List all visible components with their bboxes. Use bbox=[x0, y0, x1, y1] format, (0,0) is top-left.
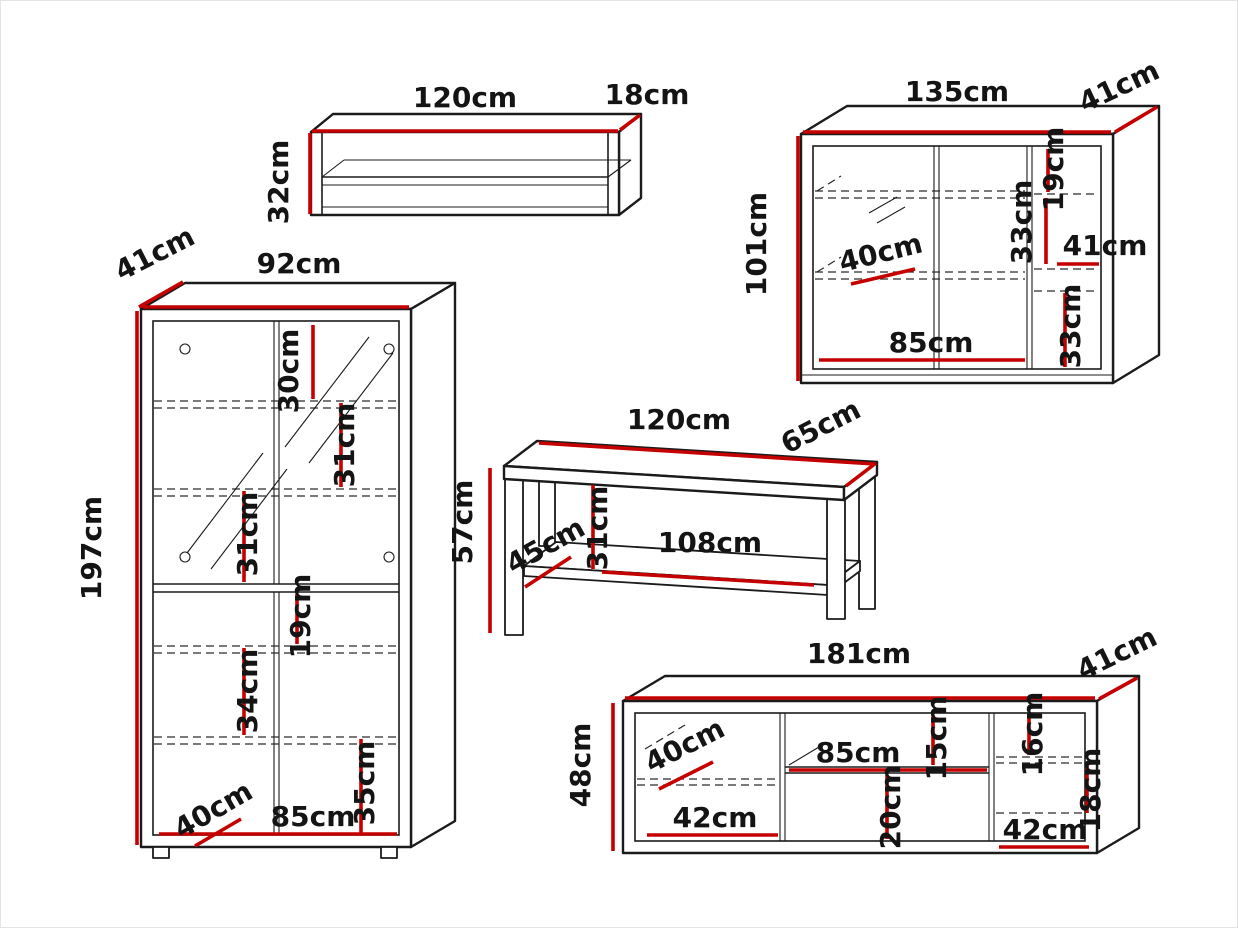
tv-stand-width-label: 181cm bbox=[807, 637, 911, 670]
coffee-table-dimension-lines bbox=[488, 441, 878, 633]
tall-cabinet-glass-gap-2-label: 31cm bbox=[328, 403, 361, 488]
sideboard-right-top-gap-label: 19cm bbox=[1037, 127, 1070, 212]
wall-shelf-drawing: 120cm 18cm 32cm bbox=[262, 78, 689, 224]
tall-cabinet-lower-gap-3-label: 35cm bbox=[348, 741, 381, 826]
cabinet-foot-right bbox=[380, 846, 398, 859]
coffee-table-shelf-width-label: 108cm bbox=[658, 526, 762, 559]
tv-stand-left-inner-width-label: 42cm bbox=[673, 801, 758, 834]
tv-stand-shelf-width-label: 85cm bbox=[816, 736, 901, 769]
tv-stand-right-inner-width-label: 42cm bbox=[1003, 813, 1088, 846]
coffee-table-depth-label: 65cm bbox=[775, 393, 865, 461]
coffee-table-drawing: 120cm 65cm 57cm 31cm 45cm 108cm bbox=[446, 393, 879, 636]
tv-stand-dimension-lines bbox=[611, 676, 1138, 851]
tall-cabinet-lower-gap-1-label: 19cm bbox=[284, 574, 317, 659]
coffee-table-height-label: 57cm bbox=[446, 480, 479, 565]
wall-shelf-height-label: 32cm bbox=[262, 140, 295, 225]
sideboard-right-inner-width-label: 41cm bbox=[1063, 229, 1148, 262]
tall-cabinet-glass-gap-1-label: 30cm bbox=[272, 329, 305, 414]
tall-cabinet-inner-width-label: 85cm bbox=[271, 800, 356, 833]
coffee-table-width-label: 120cm bbox=[627, 403, 731, 436]
tv-stand-right-shelf-gap-label: 18cm bbox=[1074, 748, 1107, 833]
sideboard-height-label: 101cm bbox=[740, 192, 773, 296]
sideboard-right-upper-gap-label: 33cm bbox=[1005, 180, 1038, 265]
tall-cabinet-drawing: 41cm 92cm 197cm 30cm 31cm 31cm 19cm 34cm… bbox=[75, 220, 457, 859]
tv-stand-drawing: 181cm 41cm 48cm 40cm 85cm 15cm 16cm 18cm… bbox=[564, 620, 1162, 855]
tv-stand-height-label: 48cm bbox=[564, 723, 597, 808]
tall-cabinet-glass-gap-3-label: 31cm bbox=[231, 492, 264, 577]
glass-reflection-lines bbox=[186, 336, 394, 570]
sideboard-dimension-lines bbox=[796, 105, 1158, 381]
tv-stand-middle-bottom-gap-label: 20cm bbox=[874, 765, 907, 850]
tv-stand-right-top-gap-label: 16cm bbox=[1016, 692, 1049, 777]
wall-shelf-depth-label: 18cm bbox=[605, 78, 690, 111]
shelf-pin-circles bbox=[179, 343, 395, 563]
sideboard-right-lower-gap-label: 33cm bbox=[1054, 284, 1087, 369]
tall-cabinet-width-label: 92cm bbox=[257, 247, 342, 280]
tall-cabinet-lower-gap-2-label: 34cm bbox=[231, 649, 264, 734]
sideboard-drawing: 135cm 41cm 101cm 19cm 33cm 40cm 41cm 33c… bbox=[740, 54, 1164, 385]
tall-cabinet-depth-label: 41cm bbox=[109, 220, 199, 288]
wall-shelf-dimension-lines bbox=[308, 113, 642, 214]
sideboard-width-label: 135cm bbox=[905, 75, 1009, 108]
tall-cabinet-height-label: 197cm bbox=[75, 496, 108, 600]
coffee-table-top-to-shelf-label: 31cm bbox=[581, 486, 614, 571]
sideboard-left-inner-width-label: 85cm bbox=[889, 326, 974, 359]
tall-cabinet-dimension-lines bbox=[135, 280, 409, 848]
wall-shelf-width-label: 120cm bbox=[413, 81, 517, 114]
tv-stand-middle-top-gap-label: 15cm bbox=[920, 696, 953, 781]
cabinet-foot-left bbox=[152, 846, 170, 859]
